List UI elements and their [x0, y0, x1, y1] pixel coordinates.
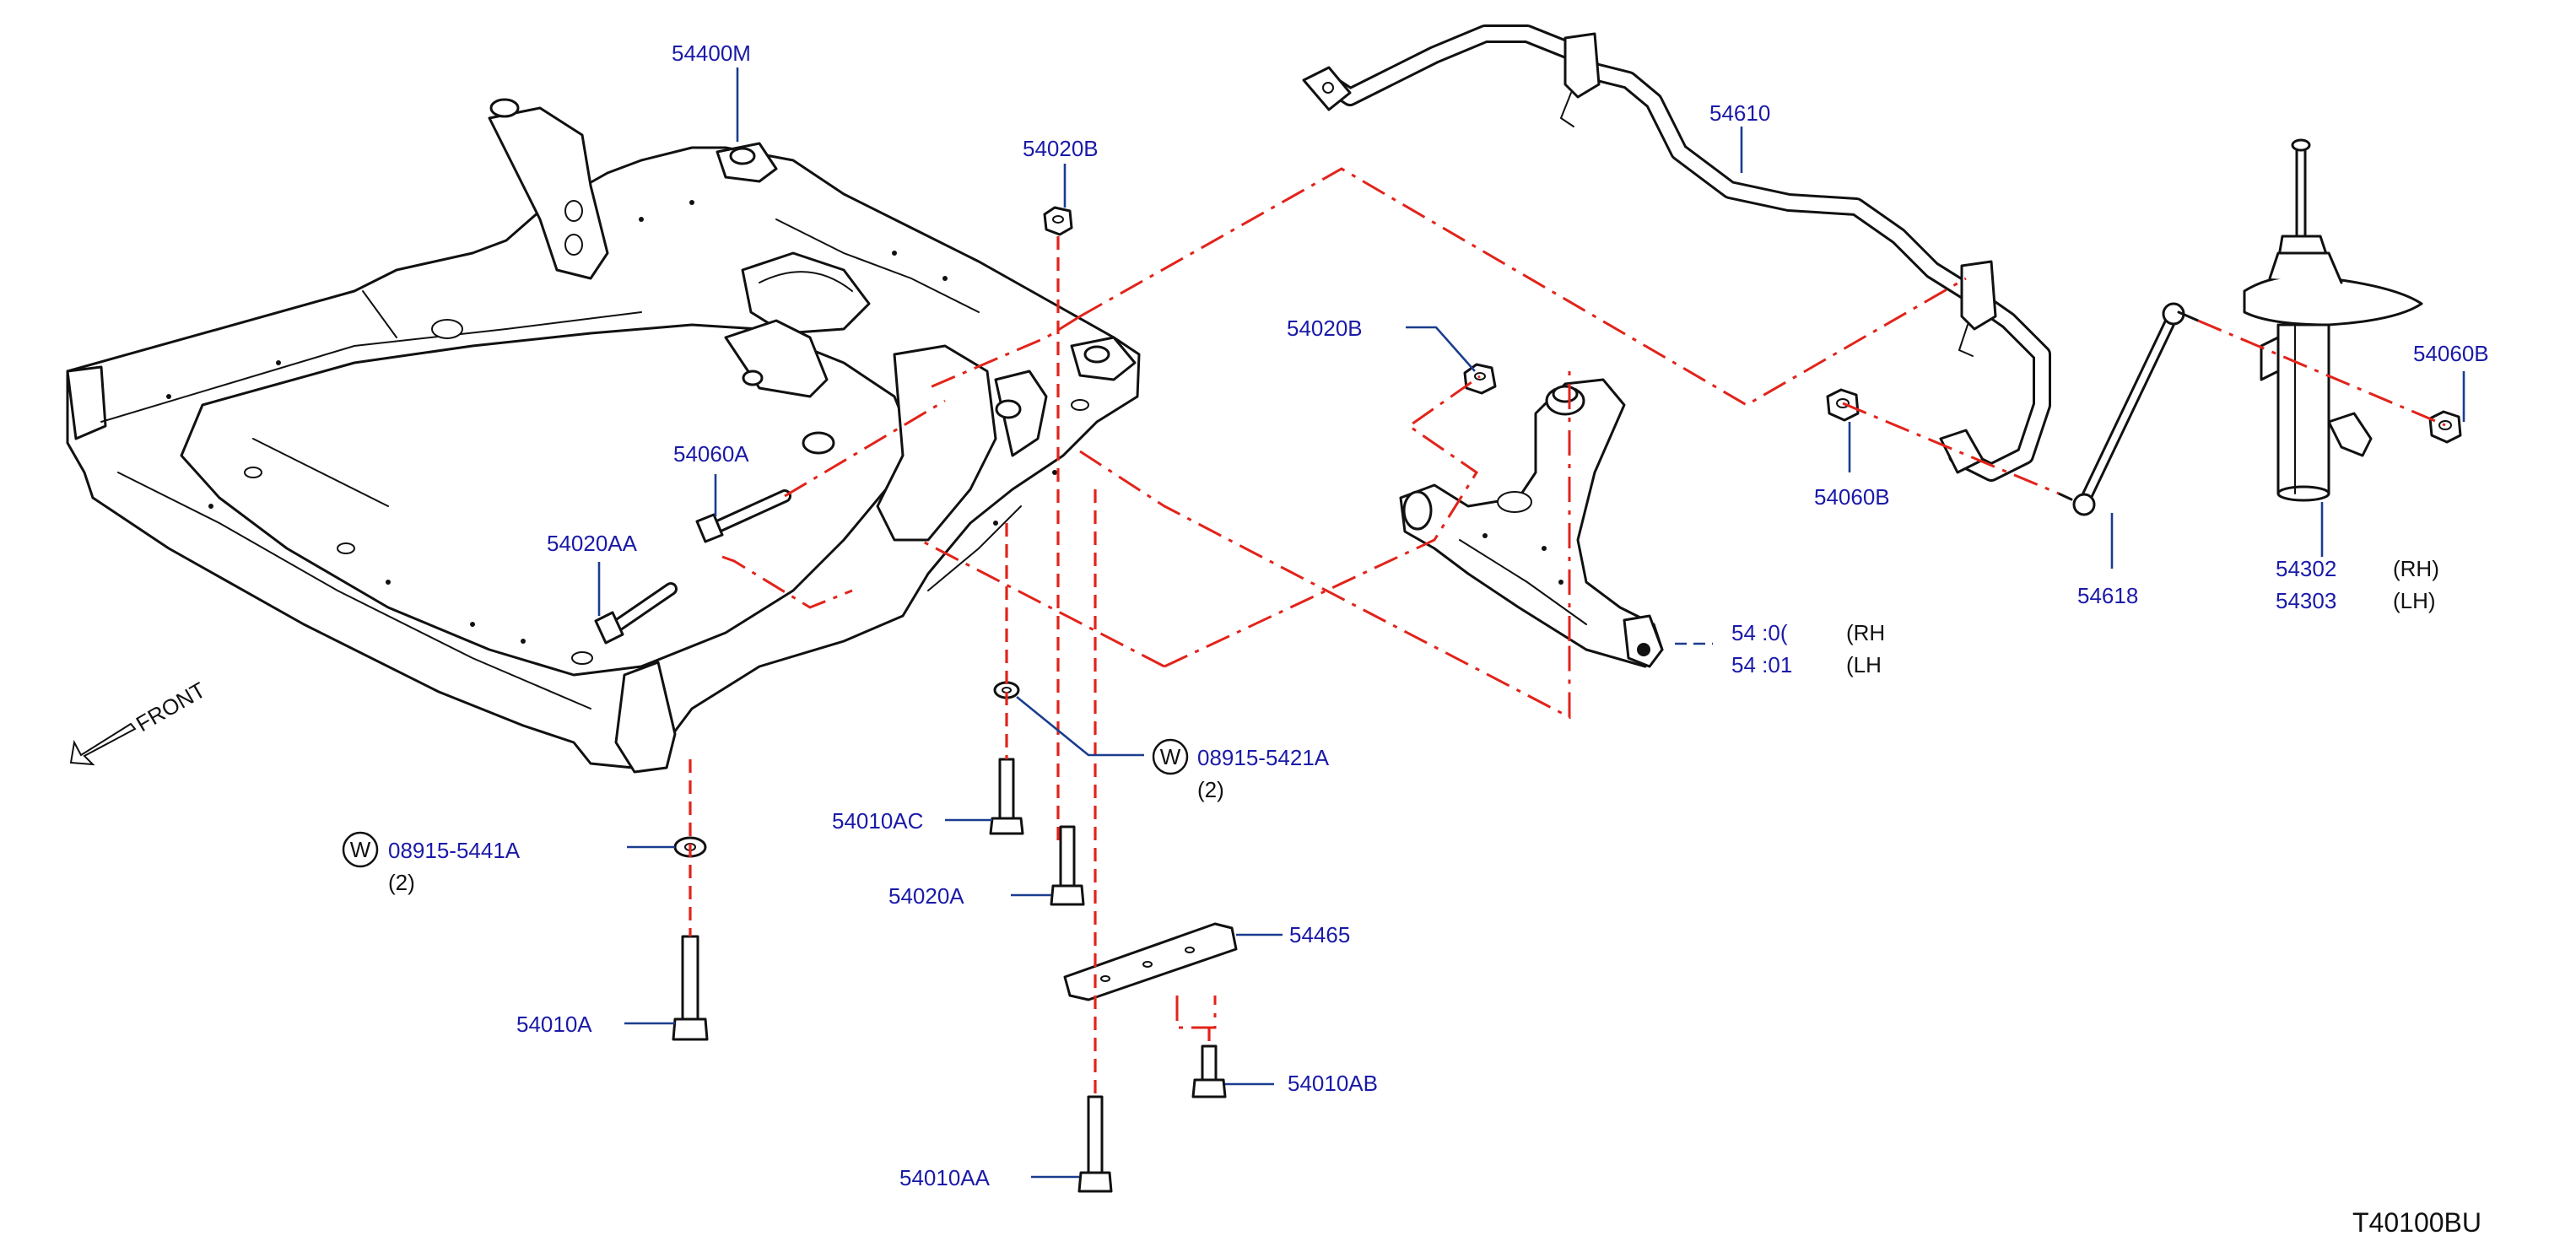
label-54060b-strut[interactable]: 54060B [2413, 341, 2489, 366]
stabilizer-bar-drawing [1302, 24, 2051, 482]
label-08915-5421a[interactable]: 08915-5421A [1197, 745, 1330, 770]
bracket-54465-icon [1063, 922, 1238, 1001]
label-54618[interactable]: 54618 [2077, 583, 2138, 608]
label-54020a[interactable]: 54020A [888, 883, 964, 909]
bolt-54010a-icon [672, 935, 709, 1041]
label-08915-5441a-qty: (2) [388, 870, 415, 895]
hardware-drawings [594, 206, 2462, 1193]
nut-54020b-top-icon [1043, 206, 1073, 236]
leader-lines [597, 67, 2465, 1179]
label-54465[interactable]: 54465 [1289, 922, 1350, 947]
label-54020b-top[interactable]: 54020B [1023, 136, 1099, 161]
washer-symbol-icon [342, 831, 379, 868]
label-08915-5421a-qty: (2) [1197, 777, 1224, 802]
label-lower-arm-rh-side: (RH [1846, 620, 1885, 645]
stabilizer-link-drawing [2057, 302, 2200, 516]
washer-callout-5421a[interactable]: W 08915-5421A (2) [1152, 738, 1330, 802]
diagram-code: T40100BU [2352, 1207, 2481, 1238]
label-54010ab[interactable]: 54010AB [1288, 1071, 1378, 1096]
front-label: FRONT [132, 677, 210, 737]
label-54302-side: (RH) [2393, 556, 2439, 581]
label-54020b-arm[interactable]: 54020B [1287, 316, 1363, 341]
bolt-54020a-icon [1050, 825, 1085, 906]
washer-symbol-letter: W [1160, 744, 1181, 769]
bolt-54060a-icon [695, 489, 791, 543]
label-54060a[interactable]: 54060A [673, 441, 749, 467]
label-54303-side: (LH) [2393, 588, 2436, 613]
label-lower-arm-lh-side: (LH [1846, 652, 1882, 677]
bolt-54010ab-icon [1191, 1044, 1227, 1098]
label-54020aa[interactable]: 54020AA [547, 531, 638, 556]
label-54010aa[interactable]: 54010AA [899, 1165, 991, 1190]
assembly-lines [689, 167, 2446, 1097]
label-54303[interactable]: 54303 [2276, 588, 2336, 613]
nut-54020b-arm-icon [1463, 363, 1497, 395]
label-lower-arm-lh[interactable]: 54 :01 [1731, 652, 1792, 677]
washer-callout-5441a[interactable]: W 08915-5441A (2) [342, 831, 521, 895]
washer-symbol-icon [1152, 738, 1189, 775]
label-lower-arm-rh[interactable]: 54 :0( [1731, 620, 1788, 645]
washer-symbol-letter: W [350, 837, 371, 862]
lower-arm-drawing [1399, 378, 1664, 668]
bolt-54010ac-icon [989, 758, 1024, 835]
bolt-54020aa-icon [594, 582, 678, 645]
front-direction-indicator: FRONT [69, 677, 210, 766]
front-arrow-icon [69, 722, 137, 766]
label-08915-5441a[interactable]: 08915-5441A [388, 838, 521, 863]
label-54610[interactable]: 54610 [1709, 100, 1770, 126]
nut-54060b-bar-icon [1826, 388, 1860, 422]
label-54400m[interactable]: 54400M [672, 40, 751, 66]
label-54010a[interactable]: 54010A [516, 1012, 592, 1037]
callout-labels: 54400M 54020B 54020B 54060A 54020AA 5461… [342, 40, 2489, 1190]
label-54302[interactable]: 54302 [2276, 556, 2336, 581]
nut-54060b-strut-icon [2428, 410, 2462, 444]
label-54060b-bar[interactable]: 54060B [1814, 484, 1890, 510]
bolt-54010aa-icon [1077, 1095, 1113, 1193]
label-54010ac[interactable]: 54010AC [832, 808, 923, 834]
strut-assembly-drawing [2243, 138, 2423, 502]
suspension-member-drawing [66, 98, 1141, 774]
